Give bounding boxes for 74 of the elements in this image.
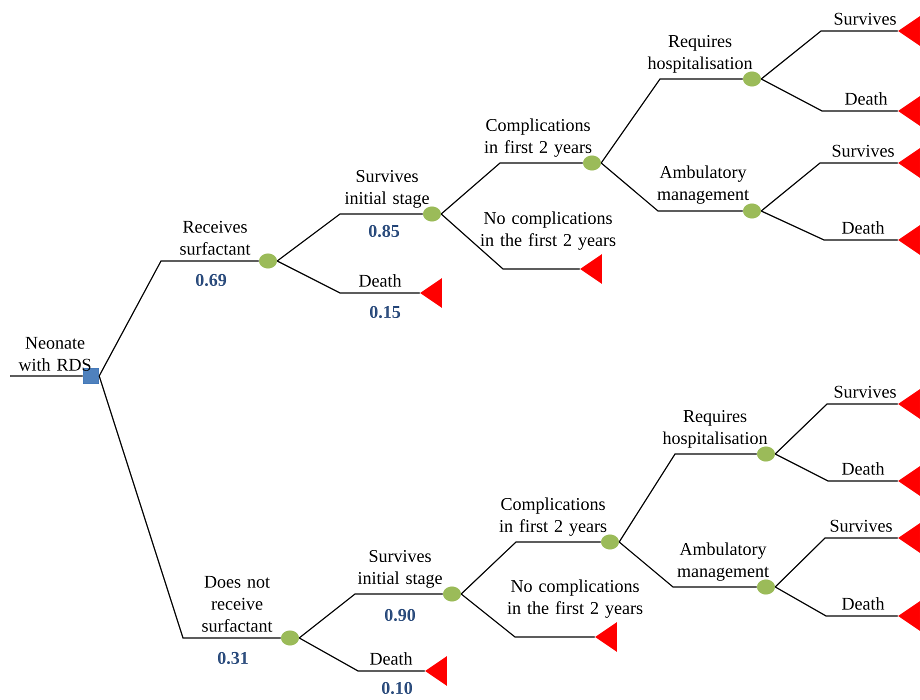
branch-line — [10, 375, 83, 377]
branch-label: Does not receive surfactant — [202, 576, 272, 632]
terminal-triangle — [898, 16, 920, 46]
terminal-triangle — [898, 225, 920, 255]
branch-line — [618, 453, 757, 542]
probability-label: 0.85 — [368, 224, 400, 238]
branch-label: Survives initial stage — [344, 170, 429, 208]
branch-line — [276, 260, 420, 294]
branch-label: Death — [359, 274, 402, 287]
branch-line — [276, 213, 423, 262]
branch-line — [298, 593, 443, 638]
branch-label: Survives — [832, 144, 894, 157]
branch-label: Requires hospitalisation — [648, 35, 752, 73]
terminal-triangle — [898, 523, 920, 553]
chance-circle — [443, 586, 461, 602]
branch-label: No complications in the first 2 years — [507, 579, 642, 618]
chance-circle — [259, 254, 277, 268]
chance-circle — [281, 630, 299, 646]
branch-line — [98, 376, 281, 639]
branch-label: Ambulatory management — [657, 165, 749, 204]
terminal-triangle — [595, 622, 617, 652]
branch-line — [774, 537, 898, 588]
branch-line — [440, 214, 580, 270]
terminal-triangle — [898, 601, 920, 631]
branch-line — [440, 162, 583, 214]
branch-label: Receives surfactant — [180, 220, 250, 255]
branch-line — [98, 260, 259, 376]
chance-circle — [743, 204, 761, 218]
probability-label: 0.90 — [384, 608, 416, 622]
branch-line — [760, 210, 898, 241]
branch-label: Neonate with RDS — [18, 336, 90, 371]
branch-line — [600, 78, 743, 164]
branch-label: Survives — [834, 386, 896, 398]
chance-circle — [757, 580, 775, 594]
branch-label: Death — [370, 652, 412, 665]
branch-label: Requires hospitalisation — [662, 410, 768, 448]
branch-line — [298, 637, 425, 672]
branch-line — [618, 542, 757, 588]
terminal-triangle — [425, 656, 447, 686]
chance-circle — [757, 446, 775, 462]
branch-label: Complications in first 2 years — [499, 497, 606, 536]
branch-label: Complications in first 2 years — [484, 118, 592, 157]
chance-circle — [601, 534, 619, 550]
chance-circle — [743, 72, 761, 86]
branch-line — [760, 162, 898, 212]
branch-label: Survives initial stage — [358, 550, 442, 588]
branch-label: Death — [842, 462, 884, 475]
terminal-triangle — [898, 148, 920, 178]
branch-label: Ambulatory management — [677, 542, 769, 581]
probability-label: 0.31 — [218, 652, 248, 664]
branch-label: Death — [842, 221, 884, 234]
branch-line — [460, 541, 601, 594]
terminal-triangle — [898, 466, 920, 496]
branch-line — [600, 162, 743, 212]
chance-circle — [423, 206, 441, 222]
probability-label: 0.10 — [382, 682, 412, 694]
terminal-triangle — [580, 254, 602, 284]
branch-line — [774, 453, 898, 482]
terminal-triangle — [898, 389, 920, 419]
chance-circle — [583, 156, 601, 170]
branch-label: Survives — [834, 12, 896, 25]
branch-label: Death — [845, 92, 888, 105]
branch-label: Death — [842, 597, 884, 610]
terminal-triangle — [898, 96, 920, 126]
branch-line — [760, 30, 898, 80]
probability-label: 0.15 — [370, 306, 400, 318]
branch-label: No complications in the first 2 years — [480, 211, 616, 250]
probability-label: 0.69 — [196, 274, 226, 286]
branch-label: Survives — [830, 520, 892, 532]
branch-line — [760, 78, 898, 112]
branch-line — [774, 403, 898, 454]
terminal-triangle — [420, 278, 442, 308]
branch-line — [774, 586, 898, 617]
branch-line — [460, 593, 595, 638]
